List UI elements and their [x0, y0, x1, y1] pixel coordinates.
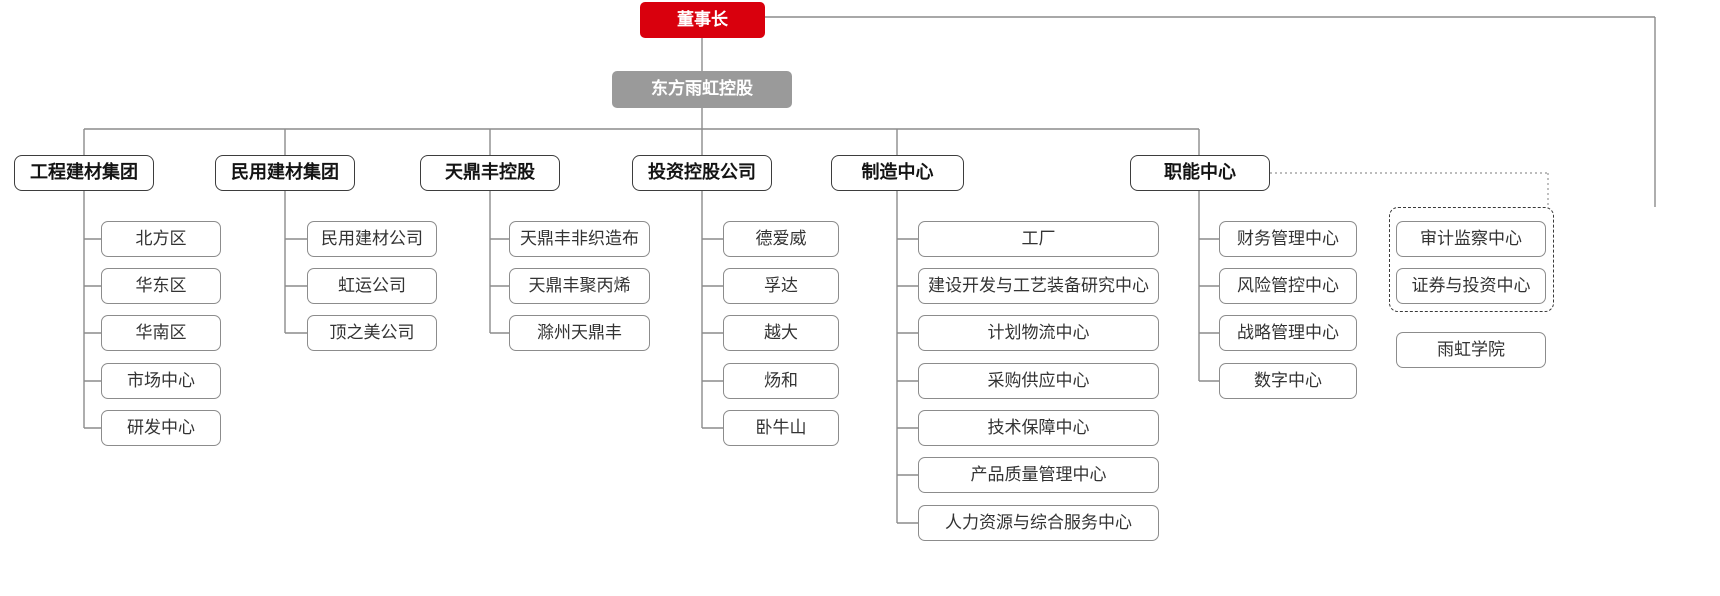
node-label: 产品质量管理中心 — [970, 464, 1107, 484]
leaf-node[interactable]: 采购供应中心 — [918, 363, 1159, 399]
leaf-node[interactable]: 雨虹学院 — [1396, 332, 1546, 368]
node-label: 北方区 — [135, 228, 187, 248]
node-label: 民用建材集团 — [231, 162, 339, 183]
leaf-node[interactable]: 华东区 — [101, 268, 221, 304]
node-label: 天鼎丰非织造布 — [520, 228, 639, 248]
node-label: 技术保障中心 — [987, 417, 1090, 437]
leaf-node[interactable]: 数字中心 — [1219, 363, 1357, 399]
leaf-node[interactable]: 市场中心 — [101, 363, 221, 399]
node-label: 越大 — [764, 322, 798, 342]
node-label: 天鼎丰控股 — [445, 162, 535, 183]
node-label: 人力资源与综合服务中心 — [945, 512, 1132, 532]
node-label: 计划物流中心 — [987, 322, 1090, 342]
node-label: 证券与投资中心 — [1411, 275, 1531, 295]
node-label: 民用建材公司 — [321, 228, 423, 248]
leaf-node[interactable]: 北方区 — [101, 221, 221, 257]
leaf-node[interactable]: 建设开发与工艺装备研究中心 — [918, 268, 1159, 304]
node-label: 风险管控中心 — [1237, 275, 1339, 295]
division-manufacturing-center[interactable]: 制造中心 — [831, 155, 964, 191]
leaf-node[interactable]: 财务管理中心 — [1219, 221, 1357, 257]
node-label: 卧牛山 — [755, 417, 807, 437]
node-label: 德爱威 — [755, 228, 807, 248]
node-label: 雨虹学院 — [1437, 339, 1505, 359]
leaf-node[interactable]: 华南区 — [101, 315, 221, 351]
node-label: 华东区 — [135, 275, 187, 295]
node-label: 市场中心 — [127, 370, 195, 390]
node-label: 虹运公司 — [338, 275, 406, 295]
leaf-node[interactable]: 越大 — [723, 315, 839, 351]
node-label: 投资控股公司 — [648, 162, 756, 183]
node-label: 制造中心 — [861, 162, 934, 183]
node-label: 华南区 — [135, 322, 187, 342]
node-holding-company[interactable]: 东方雨虹控股 — [612, 71, 792, 108]
chairman-direct-dashed-group — [1389, 207, 1554, 312]
leaf-node[interactable]: 审计监察中心 — [1396, 221, 1546, 257]
leaf-node[interactable]: 工厂 — [918, 221, 1159, 257]
node-label: 孚达 — [764, 275, 798, 295]
node-label: 战略管理中心 — [1237, 322, 1339, 342]
node-label: 工程建材集团 — [30, 162, 138, 183]
node-label: 研发中心 — [127, 417, 195, 437]
leaf-node[interactable]: 炀和 — [723, 363, 839, 399]
division-investment-holding[interactable]: 投资控股公司 — [632, 155, 772, 191]
leaf-node[interactable]: 卧牛山 — [723, 410, 839, 446]
leaf-node[interactable]: 研发中心 — [101, 410, 221, 446]
leaf-node[interactable]: 孚达 — [723, 268, 839, 304]
leaf-node[interactable]: 计划物流中心 — [918, 315, 1159, 351]
node-label: 炀和 — [764, 370, 798, 390]
division-tiandingfeng-holding[interactable]: 天鼎丰控股 — [420, 155, 560, 191]
leaf-node[interactable]: 顶之美公司 — [307, 315, 437, 351]
node-label: 顶之美公司 — [329, 322, 415, 342]
node-label: 工厂 — [1021, 228, 1056, 248]
node-label: 采购供应中心 — [987, 370, 1090, 390]
node-label: 建设开发与工艺装备研究中心 — [928, 275, 1149, 295]
leaf-node[interactable]: 民用建材公司 — [307, 221, 437, 257]
leaf-node[interactable]: 证券与投资中心 — [1396, 268, 1546, 304]
leaf-node[interactable]: 战略管理中心 — [1219, 315, 1357, 351]
leaf-node[interactable]: 天鼎丰非织造布 — [509, 221, 650, 257]
leaf-node[interactable]: 人力资源与综合服务中心 — [918, 505, 1159, 541]
node-label: 董事长 — [677, 9, 728, 29]
leaf-node[interactable]: 德爱威 — [723, 221, 839, 257]
node-chairman[interactable]: 董事长 — [640, 2, 765, 38]
leaf-node[interactable]: 天鼎丰聚丙烯 — [509, 268, 650, 304]
node-label: 数字中心 — [1254, 370, 1322, 390]
division-functional-center[interactable]: 职能中心 — [1130, 155, 1270, 191]
node-label: 天鼎丰聚丙烯 — [528, 275, 631, 295]
leaf-node[interactable]: 产品质量管理中心 — [918, 457, 1159, 493]
node-label: 财务管理中心 — [1237, 228, 1339, 248]
node-label: 审计监察中心 — [1420, 228, 1522, 248]
node-label: 东方雨虹控股 — [651, 79, 753, 99]
leaf-node[interactable]: 技术保障中心 — [918, 410, 1159, 446]
leaf-node[interactable]: 风险管控中心 — [1219, 268, 1357, 304]
division-engineering-materials[interactable]: 工程建材集团 — [14, 155, 154, 191]
node-label: 滁州天鼎丰 — [537, 322, 622, 342]
node-label: 职能中心 — [1164, 162, 1236, 183]
leaf-node[interactable]: 虹运公司 — [307, 268, 437, 304]
leaf-node[interactable]: 滁州天鼎丰 — [509, 315, 650, 351]
division-civil-materials[interactable]: 民用建材集团 — [215, 155, 355, 191]
